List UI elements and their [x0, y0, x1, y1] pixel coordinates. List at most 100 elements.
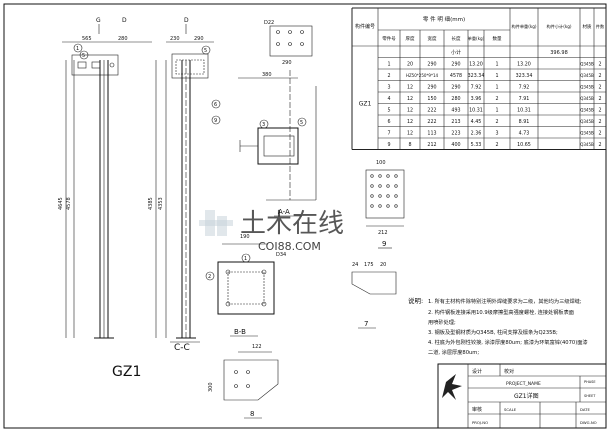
- row-qty: 2: [495, 142, 498, 148]
- th-component-no: 构件编号: [355, 23, 375, 30]
- row-unit-weight: 3.96: [471, 96, 482, 102]
- label-a-a: A-A: [278, 208, 290, 216]
- dim-122: 122: [252, 344, 262, 350]
- row-length: 290: [451, 85, 460, 91]
- row-width: 222: [427, 108, 436, 114]
- row-material: Q345B: [580, 73, 594, 78]
- callout-9: [211, 115, 221, 125]
- row-thickness: 12: [407, 96, 413, 102]
- row-material: Q345B: [580, 108, 594, 113]
- label-d34: D34: [276, 252, 286, 258]
- row-thickness: HZ50*250*9*14: [406, 73, 439, 78]
- watermark: 土木在线 COI88.COM: [199, 209, 344, 253]
- notes-line-4: 3. 钢板及型钢材质为Q345B, 柱间支撑及檩条为Q235B;: [428, 328, 558, 336]
- notes-line-3: 用喷砂处理;: [428, 318, 456, 326]
- notes-title: 说明:: [408, 296, 423, 305]
- row-comp-weight: 7.91: [519, 96, 530, 102]
- row-part-no: 2: [387, 73, 390, 79]
- part-7: 24 175 20 7: [351, 262, 397, 329]
- row-comp-weight: 13.20: [517, 62, 531, 68]
- sheet-border: [3, 3, 607, 429]
- row-width: 150: [427, 96, 436, 102]
- row-comp-weight: 7.92: [519, 85, 530, 91]
- row-unit-weight: 2.36: [471, 131, 482, 137]
- row-qty: 2: [495, 119, 498, 125]
- callout-5b: [297, 117, 307, 127]
- subtotal-label: 小计: [451, 49, 461, 56]
- row-part-no: 1: [387, 62, 390, 68]
- tb-scale: SCALE: [504, 407, 517, 412]
- elevation-right: 230 290 D 5 4385 4353 C-C: [148, 17, 214, 353]
- section-aa: D22 290 380 6 9 3 5 A-A: [211, 20, 317, 217]
- dim-290b: 290: [282, 60, 292, 66]
- row-material: Q345B: [580, 62, 594, 67]
- dim-230: 230: [170, 36, 180, 42]
- row-thickness: 20: [407, 62, 413, 68]
- row-comp-weight: 8.91: [519, 119, 530, 125]
- tb-date: DATE: [580, 407, 590, 412]
- row-width: 212: [427, 142, 436, 148]
- part-8: 122 300 8: [208, 344, 279, 419]
- th-thickness: 厚度: [406, 35, 415, 42]
- row-thickness: 12: [407, 119, 413, 125]
- callout-4: [79, 50, 89, 60]
- row-thickness: 12: [407, 85, 413, 91]
- dim-4385: 4385: [148, 197, 154, 210]
- label-9: 9: [382, 240, 386, 248]
- th-comp-unit-weight: 构件单重(kg): [511, 23, 536, 30]
- th-length: 长度: [452, 35, 461, 42]
- row-count: 2: [598, 85, 601, 91]
- label-b-b: B-B: [234, 328, 246, 336]
- row-comp-weight: 4.73: [519, 131, 530, 137]
- dim-20: 20: [380, 262, 386, 268]
- dim-4578: 4578: [66, 197, 72, 210]
- label-8: 8: [250, 410, 254, 418]
- subtotal-value: 396.98: [550, 50, 568, 56]
- row-unit-weight: 13.20: [469, 62, 483, 68]
- row-thickness: 8: [408, 142, 411, 148]
- callout-3-label: 3: [262, 122, 265, 128]
- label-g: G: [96, 17, 101, 24]
- row-part-no: 9: [387, 142, 390, 148]
- row-unit-weight: 7.92: [471, 85, 482, 91]
- row-length: 223: [451, 131, 460, 137]
- row-qty: 3: [495, 131, 498, 137]
- row-qty: 2: [495, 96, 498, 102]
- row-width: 290: [427, 85, 436, 91]
- row-count: 2: [598, 142, 601, 148]
- title-block: 设计 校对 PROJECT_NAME PHASE SHEET GZ1详图 审核 …: [437, 363, 607, 429]
- callout-3: [259, 119, 269, 129]
- row-qty: 1: [495, 62, 498, 68]
- row-qty: 1: [495, 108, 498, 114]
- notes-line-1: 1. 所有主材构件除特别注明外焊缝要求为二级，其他均为三级焊缝;: [428, 297, 582, 305]
- callout-4-label: 5: [82, 53, 85, 59]
- label-c-c: C-C: [174, 343, 190, 353]
- dim-24: 24: [352, 262, 358, 268]
- dim-4645: 4645: [58, 197, 64, 210]
- notes-line-6: 二道, 涂层厚度80um;: [428, 348, 479, 356]
- dim-4353: 4353: [158, 197, 164, 210]
- label-7: 7: [364, 320, 368, 328]
- row-comp-weight: 323.34: [516, 73, 533, 79]
- tb-sheet: SHEET: [584, 394, 596, 398]
- dim-380: 380: [262, 72, 272, 78]
- th-comp-subtotal: 构件小计(kg): [546, 23, 571, 30]
- label-d-right: D: [184, 17, 189, 24]
- tb-drawing-title: GZ1详图: [514, 392, 539, 400]
- row-part-no: 7: [387, 131, 390, 137]
- row-comp-weight: 10.65: [517, 142, 531, 148]
- row-part-no: 5: [387, 108, 390, 114]
- row-length: 290: [451, 62, 460, 68]
- company-logo: [442, 374, 462, 400]
- callout-1b-label: 1: [244, 256, 247, 262]
- callout-6: [211, 99, 221, 109]
- part-9-plate: 100 212 9: [365, 160, 405, 249]
- dim-190: 190: [240, 234, 250, 240]
- row-part-no: 3: [387, 85, 390, 91]
- callout-6-label: 6: [214, 102, 217, 108]
- row-count: 2: [598, 119, 601, 125]
- tb-dwg-no: DWG.NO: [580, 420, 597, 425]
- th-detail: 零 件 明 细(mm): [423, 15, 465, 23]
- row-unit-weight: 323.34: [468, 73, 485, 79]
- row-thickness: 12: [407, 131, 413, 137]
